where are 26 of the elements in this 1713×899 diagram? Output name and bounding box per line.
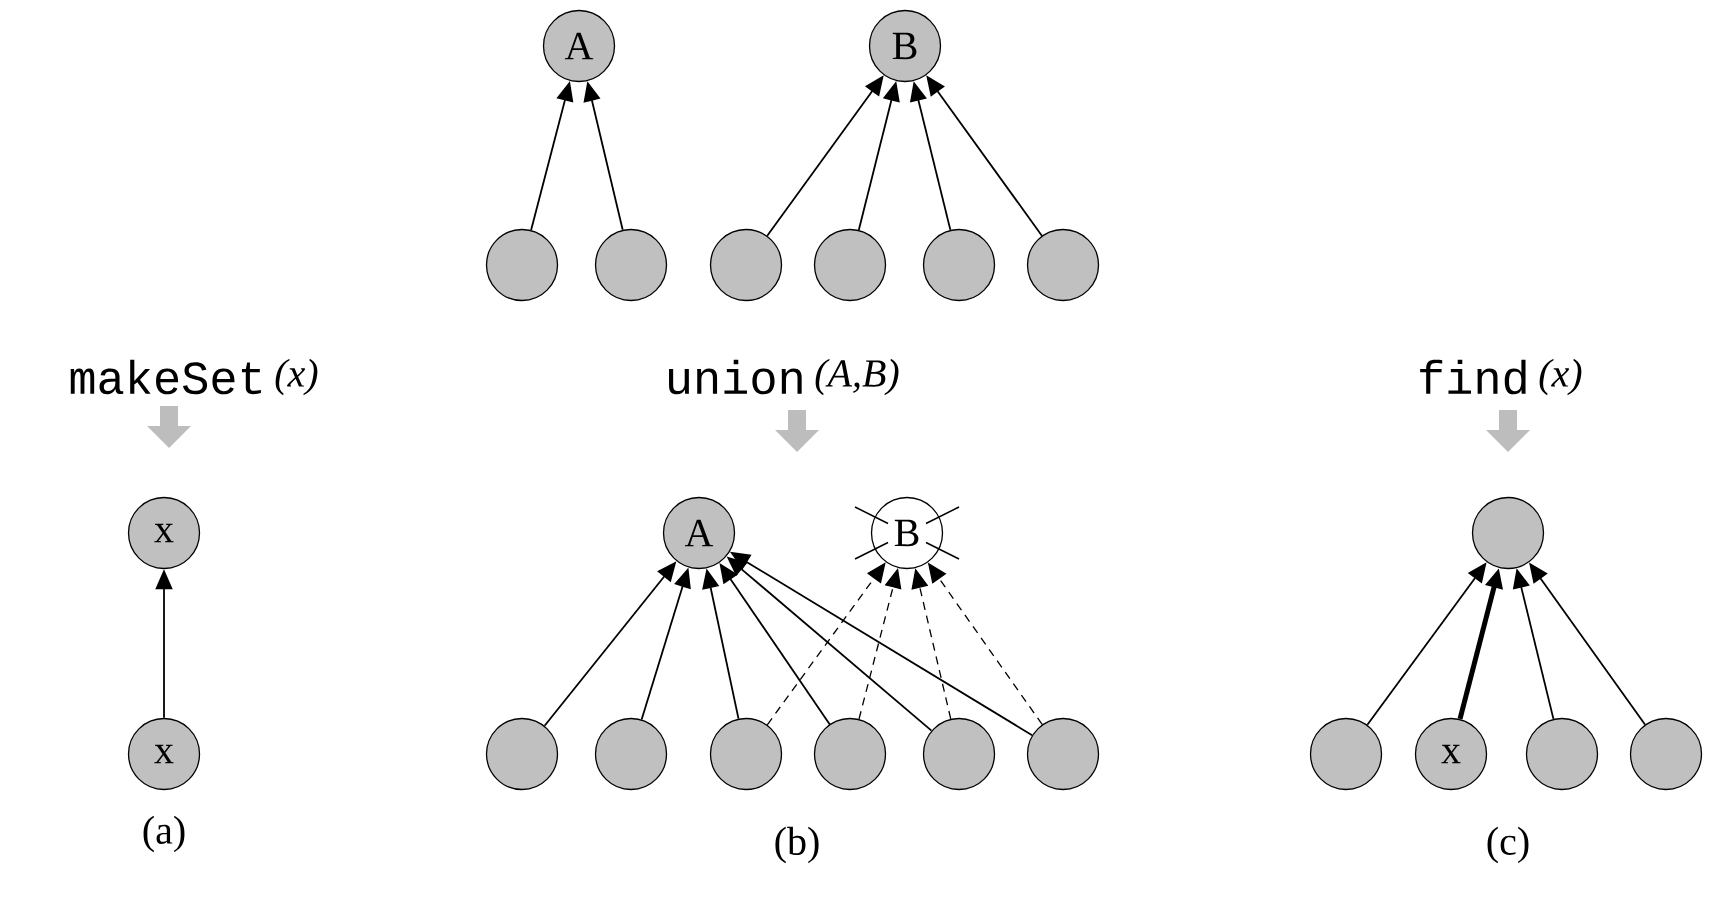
circle-node xyxy=(594,228,668,302)
argument-list: (A,B) xyxy=(815,358,899,396)
circle-node xyxy=(1471,496,1545,570)
panel-label: (c) xyxy=(1487,826,1529,864)
circle-node xyxy=(709,228,783,302)
circle-node xyxy=(485,717,559,791)
circle-node xyxy=(1525,717,1599,791)
function-name: find xyxy=(1420,359,1526,395)
circle-node xyxy=(922,717,996,791)
circle-node xyxy=(1629,717,1703,791)
circle-node xyxy=(709,717,783,791)
function-name: union xyxy=(669,359,802,395)
circle-node xyxy=(813,228,887,302)
panel-label: (b) xyxy=(775,826,819,864)
circle-node xyxy=(1026,717,1100,791)
circle-node xyxy=(594,717,668,791)
circle-node xyxy=(1026,228,1100,302)
function-name: makeSet xyxy=(70,359,261,395)
circle-node xyxy=(1309,717,1383,791)
circle-node xyxy=(922,228,996,302)
arrow xyxy=(858,568,902,720)
argument-list: (x) xyxy=(275,358,318,396)
argument-list: (x) xyxy=(1539,358,1582,396)
arrow xyxy=(766,562,886,726)
circle-node xyxy=(485,228,559,302)
circle-node xyxy=(813,717,887,791)
